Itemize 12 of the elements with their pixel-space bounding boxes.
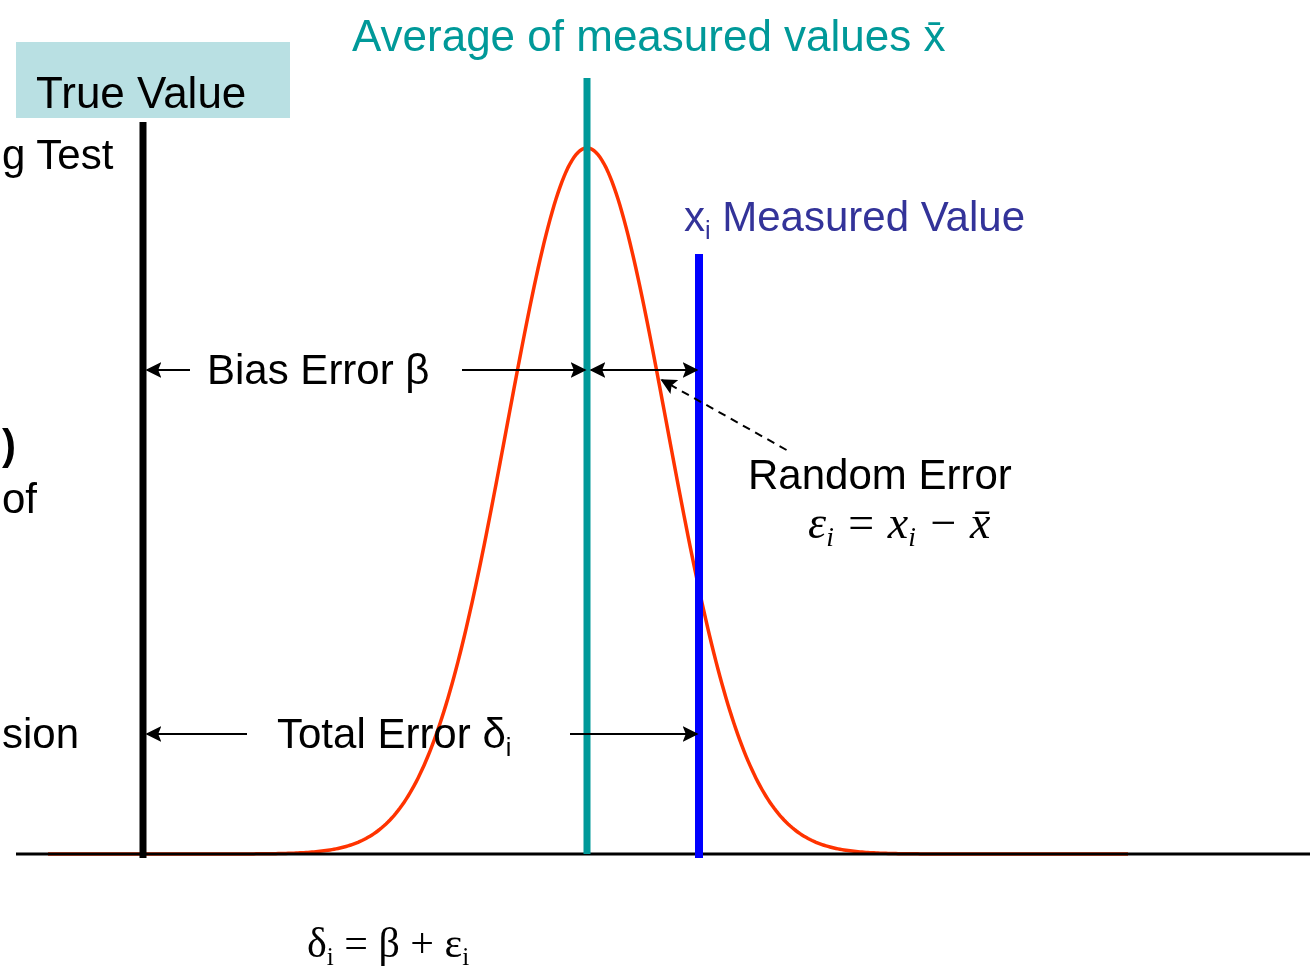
measured-value-label: x$_{i}$ Measured Value <box>684 194 1025 245</box>
average-label: Average of measured values x̄ <box>352 12 946 61</box>
total-error-formula: δ$_{i}$ = β + ε$_{i}$ <box>307 922 470 969</box>
cut-off-label: ) <box>2 424 16 466</box>
bias-error-label: Bias Error β <box>207 349 430 391</box>
random-error-label: Random Error <box>748 452 1012 499</box>
formula: ε$_{i}$ = x$_{i}$ − x̄ <box>808 498 992 553</box>
true-value-label: True Value <box>16 42 290 118</box>
cut-off-label: of <box>2 478 38 520</box>
leader-line <box>660 379 788 451</box>
cut-off-label: sion <box>2 713 80 755</box>
cut-off-label: g Test <box>2 134 114 176</box>
